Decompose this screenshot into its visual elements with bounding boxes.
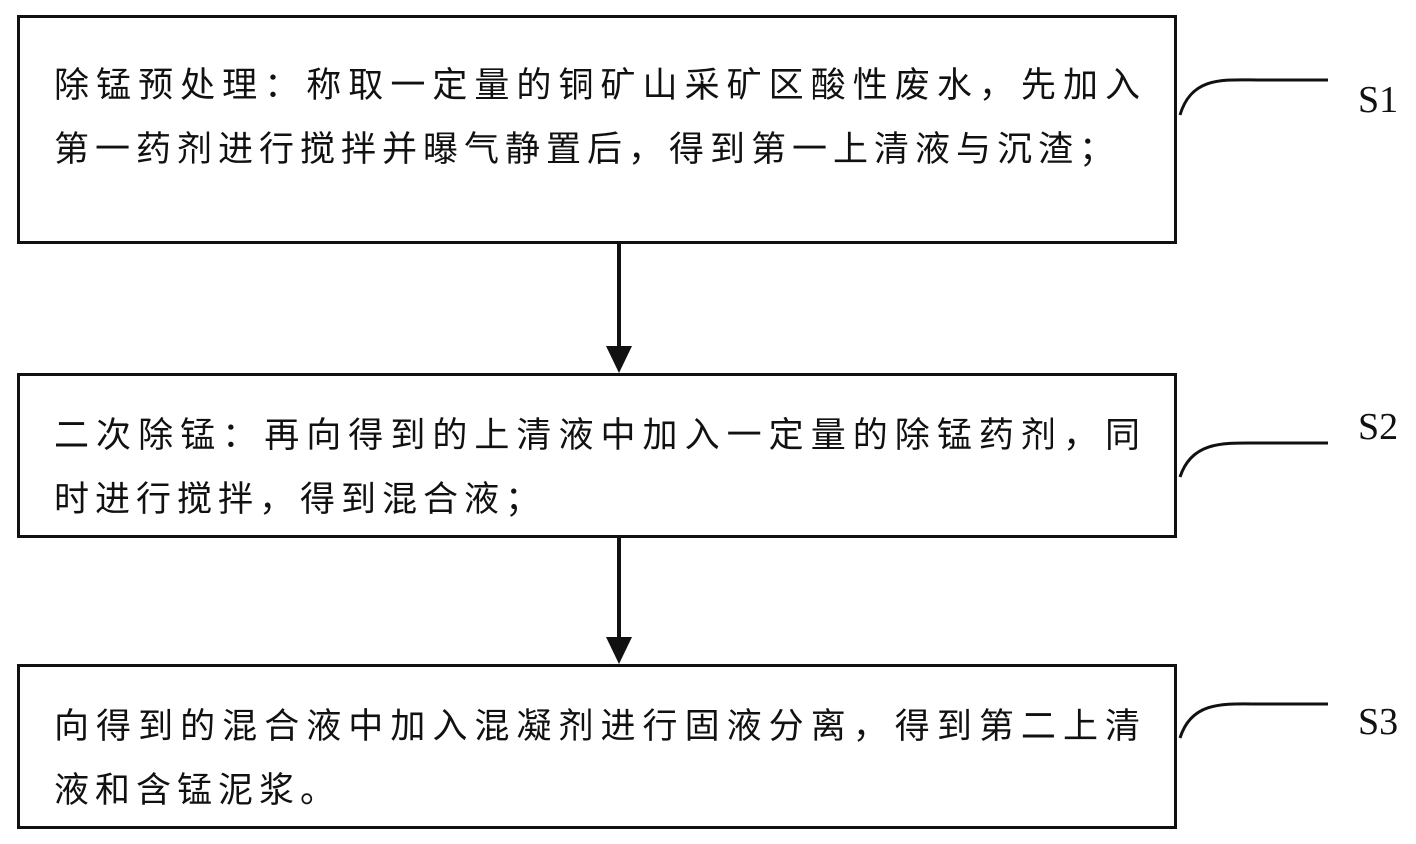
step-box-s2: 二次除锰：再向得到的上清液中加入一定量的除锰药剂，同时进行搅拌，得到混合液； [17, 373, 1177, 538]
arrow-s2-s3-head [606, 637, 632, 664]
step-label-s1: S1 [1358, 79, 1399, 121]
step-text-s2: 二次除锰：再向得到的上清液中加入一定量的除锰药剂，同时进行搅拌，得到混合液； [54, 416, 1146, 520]
leader-curve-s3 [1178, 702, 1328, 739]
step-text-s3: 向得到的混合液中加入混凝剂进行固液分离，得到第二上清液和含锰泥浆。 [54, 707, 1146, 811]
leader-curve-s1 [1178, 78, 1328, 116]
step-box-s3: 向得到的混合液中加入混凝剂进行固液分离，得到第二上清液和含锰泥浆。 [17, 664, 1177, 829]
step-label-s3: S3 [1358, 701, 1399, 743]
arrow-s1-s2-head [606, 346, 632, 373]
step-box-s1: 除锰预处理：称取一定量的铜矿山采矿区酸性废水，先加入第一药剂进行搅拌并曝气静置后… [17, 15, 1177, 244]
leader-curve-s2 [1178, 441, 1328, 478]
step-text-s1: 除锰预处理：称取一定量的铜矿山采矿区酸性废水，先加入第一药剂进行搅拌并曝气静置后… [54, 66, 1146, 170]
step-label-s2: S2 [1358, 406, 1399, 448]
